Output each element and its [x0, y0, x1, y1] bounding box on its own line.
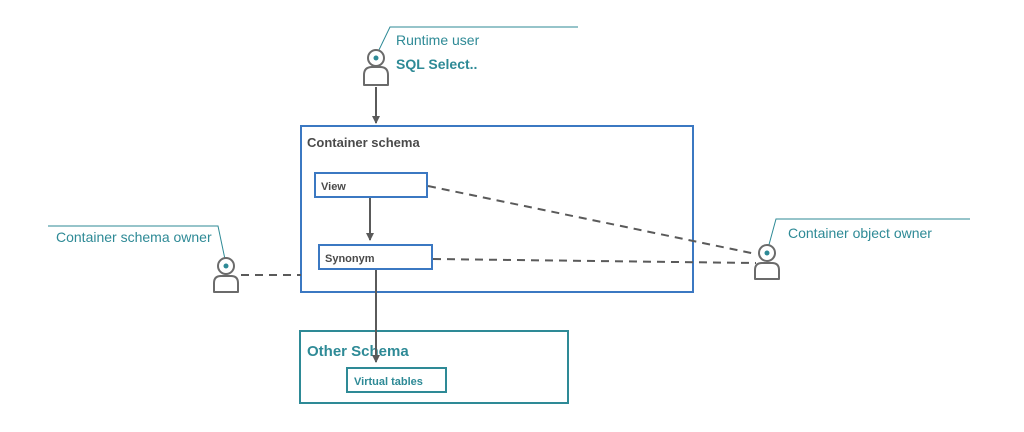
view-label: View	[321, 181, 346, 193]
runtime-user-query: SQL Select..	[396, 56, 477, 72]
view-box: View	[314, 172, 428, 198]
object-owner-to-view-dashed-link	[427, 185, 757, 255]
object-owner-leader-line	[766, 218, 970, 253]
virtual-tables-box: Virtual tables	[346, 367, 447, 393]
schema-owner-leader-line	[48, 225, 227, 265]
container-object-owner-label: Container object owner	[788, 225, 932, 241]
container-schema-owner-callout: Container schema owner	[48, 225, 227, 265]
object-owner-to-synonym-dashed-link	[432, 258, 757, 264]
container-schema-owner-person-icon	[213, 257, 239, 293]
container-object-owner-callout: Container object owner	[766, 218, 970, 253]
runtime-user-label: Runtime user	[396, 32, 480, 48]
synonym-box: Synonym	[318, 244, 433, 270]
container-object-owner-person-icon	[754, 244, 780, 280]
container-schema-box: Container schema	[300, 125, 694, 293]
container-schema-owner-label: Container schema owner	[56, 229, 212, 245]
runtime-user-leader-line	[376, 26, 578, 55]
other-schema-box: Other Schema	[299, 330, 569, 404]
runtime-user-person-icon	[363, 49, 389, 86]
container-schema-title: Container schema	[307, 135, 420, 150]
other-schema-title: Other Schema	[307, 343, 409, 360]
virtual-tables-label: Virtual tables	[354, 376, 423, 388]
synonym-label: Synonym	[325, 253, 375, 265]
runtime-user-callout: Runtime user SQL Select..	[376, 26, 578, 72]
